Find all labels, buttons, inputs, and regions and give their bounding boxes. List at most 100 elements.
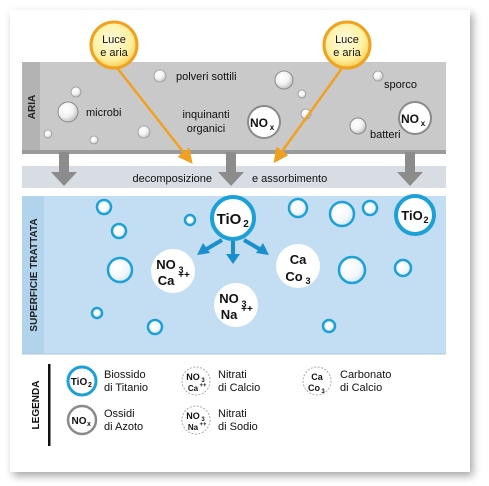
light-callout-2: Luce e aria [273,20,372,164]
light-label-line1: Luce [335,34,359,46]
nox-subscript: x [270,123,275,132]
legend-swatch [181,366,211,396]
gray-down-arrows [51,152,423,186]
label-organic-pollutants-2: organici [187,123,226,135]
legend-text: Nitrati [218,369,247,381]
light-label-line2: e aria [100,47,128,59]
down-arrow [397,152,423,186]
legend-item-calcium-nitrate: NO 3 Ca ++ Nitrati di Calcio [181,366,260,396]
nox-label: NO [401,112,419,126]
no-subscript: 3 [241,299,246,309]
legend-item-sodium-nitrate: NO 3 Na ++ Nitrati di Sodio [181,405,258,435]
nox-label: NO [250,116,268,130]
legend-text: Carbonato [340,369,391,381]
air-bubble [70,86,82,98]
nox-molecule-2: NO x [398,101,432,135]
label-bacteria: batteri [370,129,401,141]
tio2-particle [287,197,309,219]
legend-na-label: Na [188,423,199,432]
legend-ca-label: Ca [188,384,199,393]
surface-bubbles [90,197,413,336]
down-arrow [51,152,77,186]
legend-na-superscript: ++ [199,422,207,428]
tio2-particle [337,255,367,285]
air-bubble [274,70,294,90]
air-bubbles [43,69,384,145]
air-bubble [57,101,79,123]
legend-text: di Sodio [218,421,258,433]
light-callout-1: Luce e aria [89,20,193,164]
calcium-carbonate-molecule: Ca Co 3 [276,244,320,288]
legend-nox-label: NO [72,416,87,427]
legend-tio2-subscript: 2 [88,382,92,389]
surface-label-strip [22,196,44,354]
air-section-label: ARIA [27,95,38,119]
tio2-subscript: 2 [243,219,249,230]
ca-label: Ca [158,273,175,288]
legend-co-subscript: 3 [321,389,325,395]
legend-text: Ossidi [104,408,135,420]
ca-superscript: ++ [178,270,190,281]
na-label: Na [221,307,238,322]
legend-no-subscript: 3 [201,378,205,384]
label-absorption: e assorbimento [252,173,327,185]
label-dirt: sporco [384,79,417,91]
tio2-particle [321,318,337,334]
reaction-arrow [242,238,263,252]
legend-swatch [181,405,211,435]
reaction-arrow-head [197,243,210,255]
reaction-arrow-head [226,254,240,264]
tio2-particle [95,198,113,216]
tio2-particle [146,318,164,336]
label-organic-pollutants-1: inquinanti [182,109,229,121]
down-arrow [218,152,244,186]
legend-text: di Azoto [104,421,143,433]
air-bubble [137,125,151,139]
label-fine-dust: polveri sottili [176,71,237,83]
nox-subscript: x [421,119,426,128]
legend-no-label: NO [186,372,200,382]
co-subscript: 3 [305,276,310,286]
calcium-nitrate-molecule: NO 3 Ca ++ [151,249,195,293]
legend-co-label: Co [308,383,320,393]
tio2-label: TiO [401,208,422,223]
reaction-arrow-head [256,243,269,255]
ca-label: Ca [290,252,307,267]
legend-text: Nitrati [218,408,247,420]
label-decomposition: decomposizione [133,173,213,185]
co-label: Co [285,269,302,284]
no-label: NO [156,257,176,272]
legend-ca-label: Ca [311,372,323,382]
legend-item-tio2: TiO 2 Biossido di Titanio [66,365,148,397]
no-subscript: 3 [178,265,183,275]
legend-tio2-label: TiO [71,377,88,388]
na-superscript: ++ [241,304,253,315]
air-bubble [372,70,384,82]
legend-tio2-swatch [66,365,98,397]
reaction-arrows [197,238,269,264]
reaction-arrow [203,238,224,252]
legend-no-subscript: 3 [201,417,205,423]
legend-nox-swatch [66,404,98,436]
no-label: NO [219,291,239,306]
tio2-molecule-main: TiO 2 [210,195,256,241]
sodium-nitrate-molecule: NO 3 Na ++ [214,283,258,327]
legend-ca-superscript: ++ [199,383,207,389]
surface-section-label: SUPERFICIE TRATTATA [29,218,40,331]
nox-molecule-1: NO x [247,105,281,139]
air-bubble [297,89,307,99]
light-label-line1: Luce [102,34,126,46]
tio2-particle [110,222,128,240]
light-label-line2: e aria [333,47,361,59]
tio2-particle [90,306,104,320]
legend-title: LEGENDA [31,381,42,430]
label-microbes: microbi [86,107,121,119]
legend-swatch [302,366,332,396]
legend-item-nitrogen-oxides: NO x Ossidi di Azoto [66,404,143,436]
tio2-particle [393,258,413,278]
air-bubble [43,129,53,139]
tio2-label: TiO [217,211,242,228]
tio2-particle [183,213,197,227]
legend: LEGENDA TiO 2 Biossido di Titanio NO 3 C… [31,364,391,446]
